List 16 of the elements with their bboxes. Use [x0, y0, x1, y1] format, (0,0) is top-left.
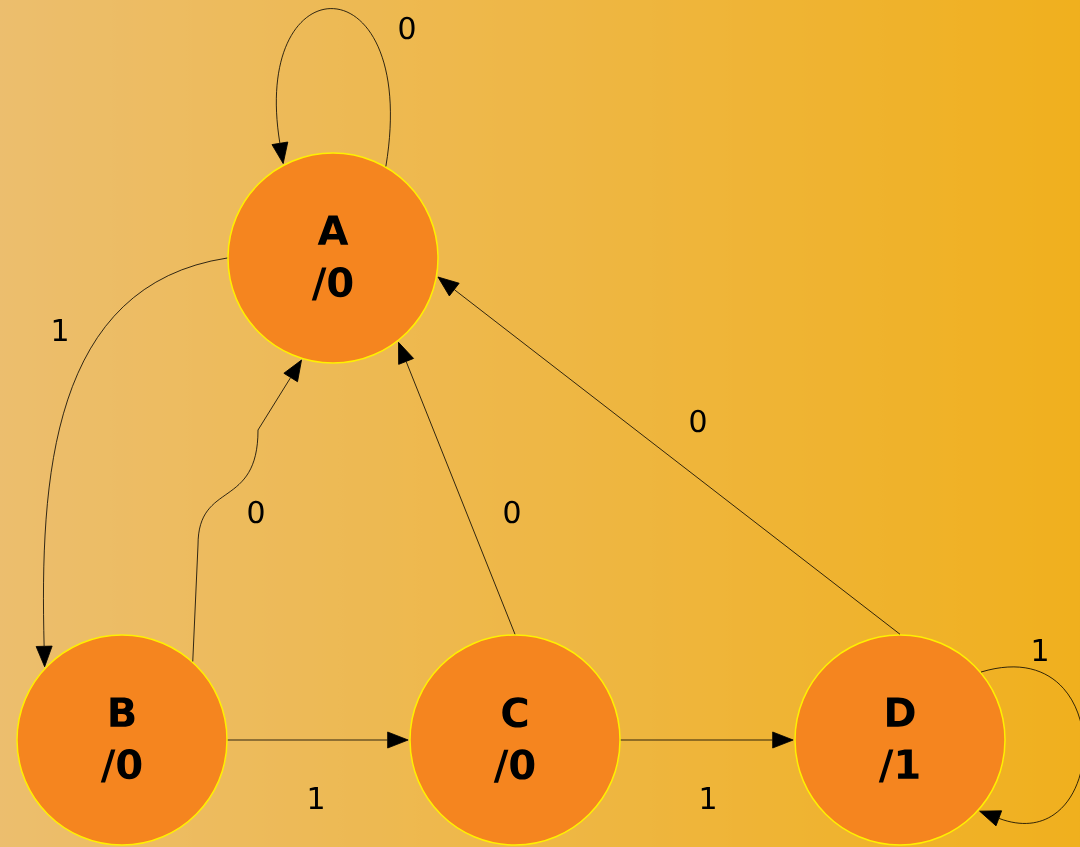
edge-label: 1: [53, 319, 67, 341]
edge-label: 1: [701, 787, 715, 809]
arrow: [437, 276, 901, 635]
edge-label: 1: [309, 787, 323, 809]
edge-label: 0: [690, 409, 706, 433]
edge-label: 0: [399, 16, 415, 40]
arrow: [35, 257, 228, 668]
edge-label: 0: [504, 500, 520, 524]
arrow: [398, 341, 516, 635]
arrow: [620, 731, 794, 749]
edge-label: 0: [248, 500, 264, 524]
edge-label: 1: [1033, 639, 1047, 661]
arrow: [192, 359, 302, 662]
arrow: [227, 731, 409, 749]
arrow: [271, 8, 391, 167]
arrow: [979, 666, 1080, 827]
